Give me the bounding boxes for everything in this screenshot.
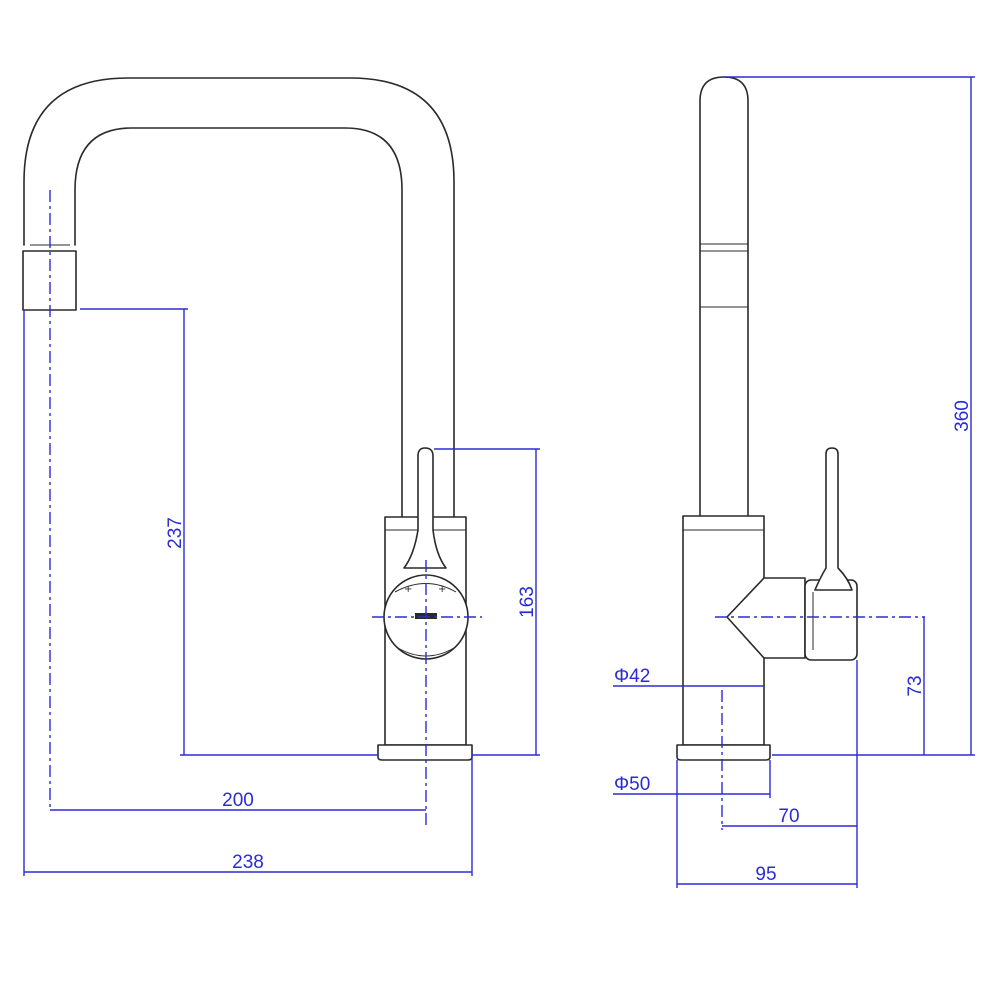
side-base <box>676 744 771 761</box>
side-handle-lever <box>814 447 853 591</box>
spout-outer-outline <box>23 77 455 518</box>
faucet-base <box>377 744 473 761</box>
spout-inner-outline <box>74 127 403 518</box>
dim-label-95: 95 <box>755 864 776 885</box>
front-view: + + 237 163 200 238 <box>22 77 540 876</box>
hot-cold-marker-icon: + <box>438 584 446 595</box>
dim-label-d42: Φ42 <box>614 666 650 687</box>
dim-label-d50: Φ50 <box>614 774 650 795</box>
dim-label-200: 200 <box>222 790 254 811</box>
dim-label-237: 237 <box>165 517 186 549</box>
side-spout-tube <box>699 76 749 518</box>
side-cartridge-cone <box>726 577 806 659</box>
dim-label-238: 238 <box>232 852 264 873</box>
dim-label-360: 360 <box>952 400 973 432</box>
dim-label-70: 70 <box>778 806 799 827</box>
side-view: 360 73 Φ42 Φ50 70 95 <box>613 76 975 888</box>
handle-lever <box>403 447 447 569</box>
dim-label-163: 163 <box>517 586 538 618</box>
hot-cold-marker-icon: + <box>404 584 412 595</box>
dim-label-73: 73 <box>905 675 926 696</box>
